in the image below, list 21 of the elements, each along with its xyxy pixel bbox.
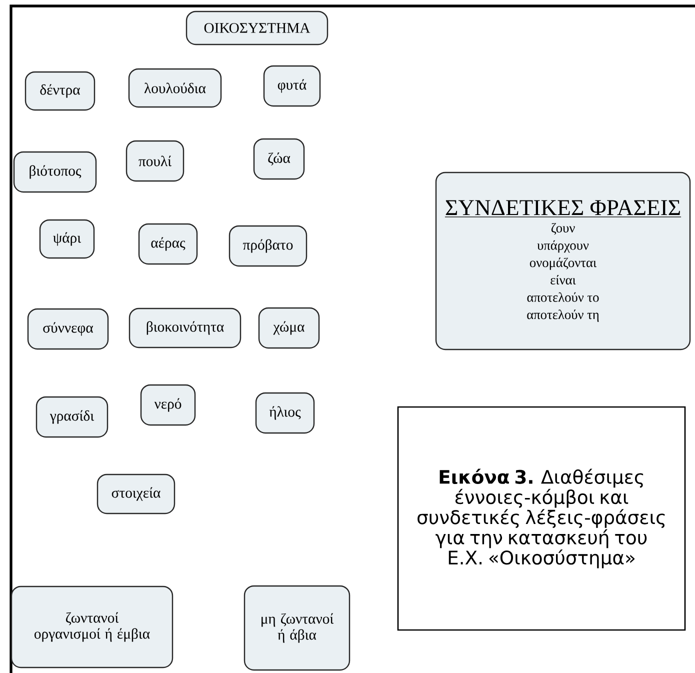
concept-box: ήλιος xyxy=(255,392,315,434)
concept-box: ζωντανοί οργανισμοί ή έμβια xyxy=(10,586,174,668)
concept-box: λουλούδια xyxy=(128,68,222,108)
concept-box: δέντρα xyxy=(24,71,96,111)
concept-box: νερό xyxy=(140,384,196,426)
concept-box: ΟΙΚΟΣΥΣΤΗΜΑ xyxy=(186,10,328,46)
concept-box: βιοκοινότητα xyxy=(128,308,242,348)
concept-box: φυτά xyxy=(263,65,321,107)
caption-box: Εικόνα 3. Διαθέσιμες έννοιες-κόμβοι και συνδετικές λέξεις-φράσεις για την κατασκευή του Ε.Χ. «Οικοσύστημα» xyxy=(397,406,686,631)
concept-box: στοιχεία xyxy=(96,474,176,514)
concept-box: πρόβατο xyxy=(228,225,308,267)
concept-box: ζώα xyxy=(253,138,305,180)
concept-box: πουλί xyxy=(126,140,184,182)
concept-box: γρασίδι xyxy=(36,396,108,438)
phrase-list-box: ΣΥΝΔΕΤΙΚΕΣ ΦΡΑΣΕΙΣ ζουν υπάρχουν ονομάζονται είναι αποτελούν το αποτελούν τη xyxy=(435,172,691,350)
concept-box: χώμα xyxy=(258,307,320,349)
concept-box: αέρας xyxy=(138,223,198,265)
concept-box: ψάρι xyxy=(39,219,95,259)
concept-box: βιότοπος xyxy=(13,151,97,193)
concept-box: μη ζωντανοί ή άβια xyxy=(244,585,350,671)
concept-box: σύννεφα xyxy=(27,308,109,350)
